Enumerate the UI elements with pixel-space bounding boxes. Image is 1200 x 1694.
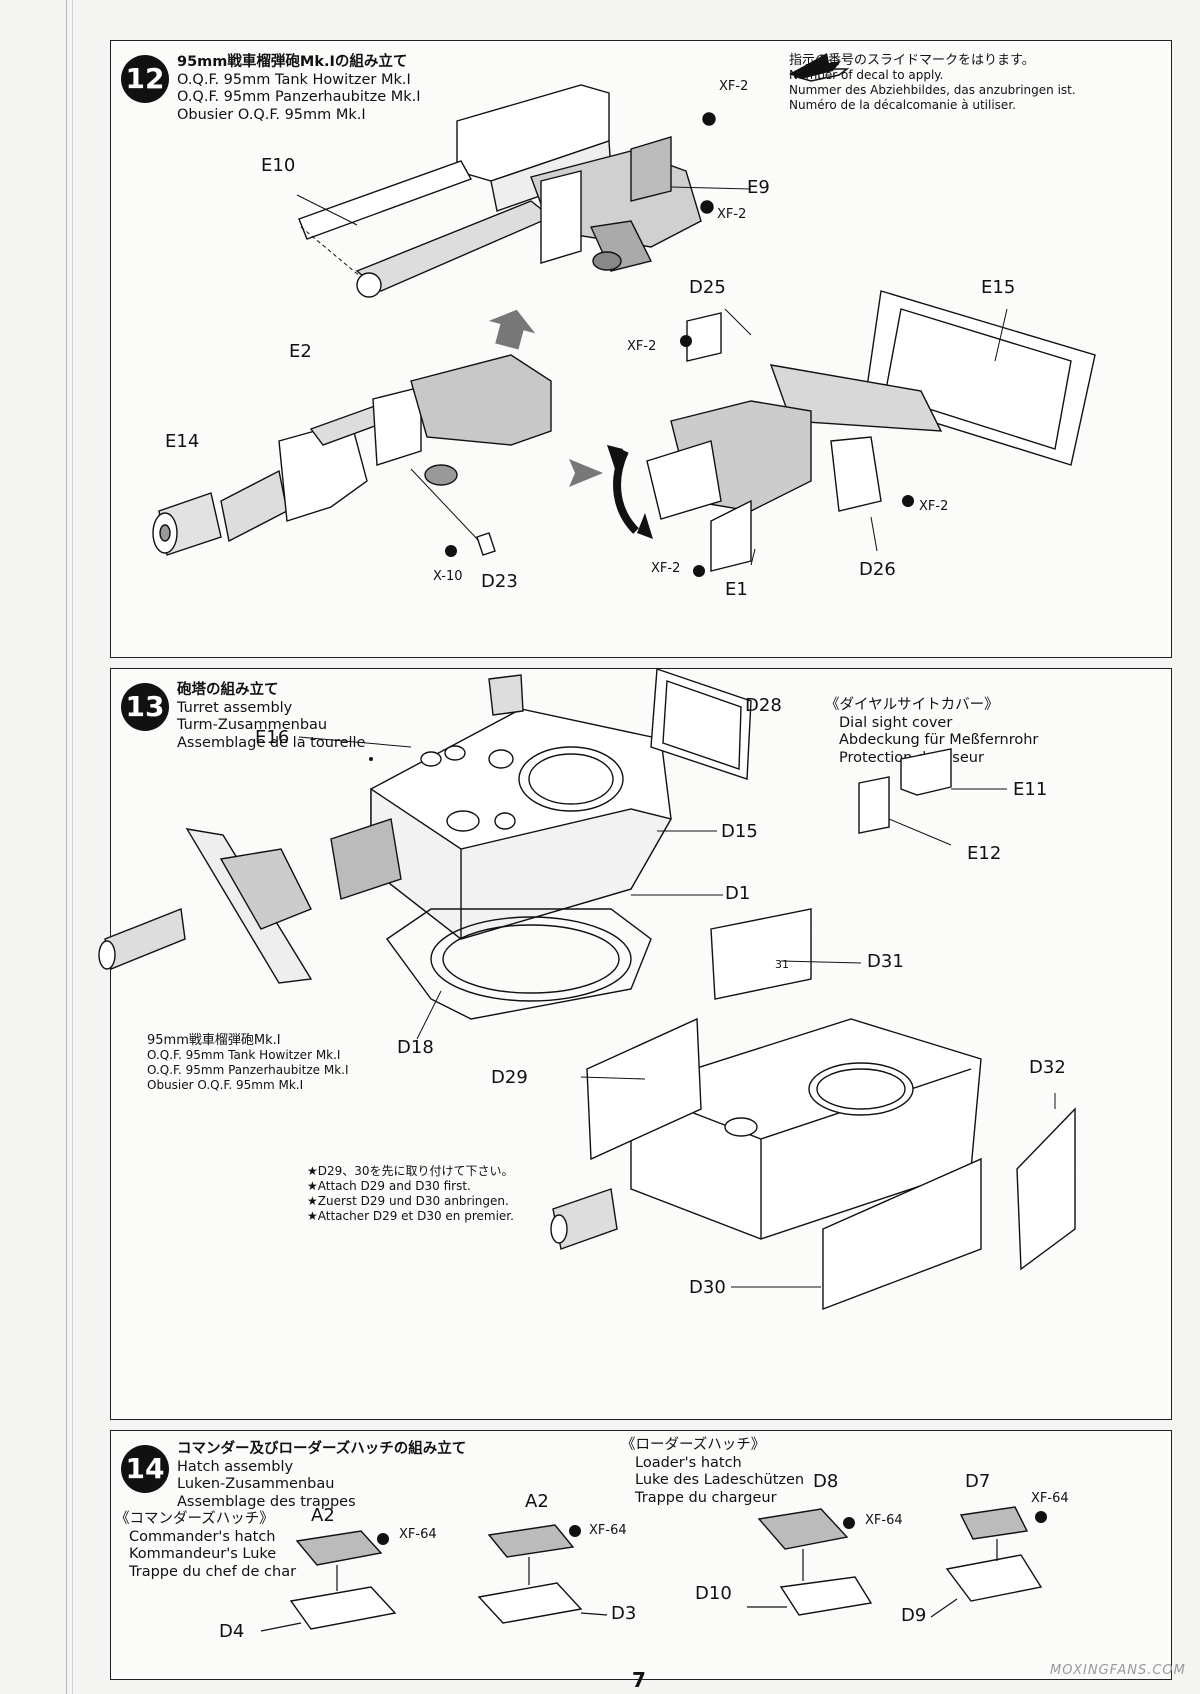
step-number: 12 <box>121 55 169 103</box>
paint-xf2: XF-2 <box>651 561 681 576</box>
paint-xf2: XF-2 <box>919 499 949 514</box>
decal-note: 指示の番号のスライドマークをはります。 Number of decal to a… <box>789 53 1076 112</box>
part-label-a2-commander: A2 <box>311 1505 335 1526</box>
part-d28 <box>650 668 752 780</box>
part-label-d29: D29 <box>491 1067 528 1088</box>
part-label-e12: E12 <box>967 843 1002 864</box>
decal-mark-31: 31 <box>775 958 789 971</box>
part-label-e14: E14 <box>165 431 200 452</box>
paint-x10: X-10 <box>433 569 463 584</box>
loader-hatch-caption: 《ローダーズハッチ》 Loader's hatch Luke des Lades… <box>621 1437 805 1506</box>
step-title: 95mm戦車榴弾砲Mk.Ⅰの組み立て O.Q.F. 95mm Tank Howi… <box>177 54 421 123</box>
paint-xf64: XF-64 <box>399 1527 437 1542</box>
paint-xf2: XF-2 <box>627 339 657 354</box>
step-12-panel: 12 95mm戦車榴弾砲Mk.Ⅰの組み立て O.Q.F. 95mm Tank H… <box>110 40 1172 658</box>
step12-drawing <box>152 53 1096 577</box>
step14-drawing <box>260 1506 1047 1632</box>
part-label-d4: D4 <box>219 1621 245 1642</box>
part-label-d8: D8 <box>813 1471 839 1492</box>
paint-xf64: XF-64 <box>589 1523 627 1538</box>
part-label-e2: E2 <box>289 341 312 362</box>
part-label-e16: E16 <box>255 727 290 748</box>
paint-xf2: XF-2 <box>717 207 747 222</box>
commander-hatch-caption: 《コマンダーズハッチ》 Commander's hatch Kommandeur… <box>115 1511 297 1580</box>
step-number: 13 <box>121 683 169 731</box>
part-label-e15: E15 <box>981 277 1016 298</box>
binding-line-inner <box>72 0 73 1694</box>
attach-first-note: ★D29、30を先に取り付けて下さい。 ★Attach D29 and D30 … <box>307 1164 514 1223</box>
howitzer-upper <box>298 84 716 298</box>
part-label-d9: D9 <box>901 1605 927 1626</box>
part-label-d23: D23 <box>481 571 518 592</box>
turret-assembled <box>550 908 1076 1311</box>
step13-drawing <box>98 668 1076 1311</box>
part-label-d31: D31 <box>867 951 904 972</box>
page-number: 7 <box>632 1668 646 1692</box>
part-label-d18: D18 <box>397 1037 434 1058</box>
howitzer-lower-left <box>152 354 552 556</box>
paint-xf2: XF-2 <box>719 79 749 94</box>
step-14-panel: 14 コマンダー及びローダーズハッチの組み立て Hatch assembly L… <box>110 1430 1172 1680</box>
watermark: MOXINGFANS.COM <box>1050 1663 1186 1678</box>
howitzer-lower-right <box>646 290 1096 572</box>
step-title: コマンダー及びローダーズハッチの組み立て Hatch assembly Luke… <box>177 1441 467 1510</box>
howitzer-note: 95mm戦車榴弾砲Mk.Ⅰ O.Q.F. 95mm Tank Howitzer … <box>147 1033 349 1092</box>
step-13-panel: 13 砲塔の組み立て Turret assembly Turm-Zusammen… <box>98 668 1172 1420</box>
part-label-e10: E10 <box>261 155 296 176</box>
part-label-d25: D25 <box>689 277 726 298</box>
part-label-d10: D10 <box>695 1583 732 1604</box>
paint-xf64: XF-64 <box>865 1513 903 1528</box>
part-label-d15: D15 <box>721 821 758 842</box>
part-label-a2-loader: A2 <box>525 1491 549 1512</box>
part-label-d3: D3 <box>611 1603 637 1624</box>
dial-sight-cover-parts <box>858 748 952 834</box>
paint-xf64: XF-64 <box>1031 1491 1069 1506</box>
part-label-d26: D26 <box>859 559 896 580</box>
part-label-e11: E11 <box>1013 779 1048 800</box>
turret-ring-d18 <box>386 908 652 1020</box>
part-label-d1: D1 <box>725 883 751 904</box>
part-label-e9: E9 <box>747 177 770 198</box>
gun-mantlet-left <box>98 818 402 984</box>
part-label-d32: D32 <box>1029 1057 1066 1078</box>
part-label-d7: D7 <box>965 1471 991 1492</box>
hatch-parts <box>289 1506 1043 1630</box>
part-label-d28: D28 <box>745 695 782 716</box>
decal-arrow-icon <box>789 53 850 82</box>
turret-upper <box>370 674 673 940</box>
binding-line <box>66 0 67 1694</box>
part-label-d30: D30 <box>689 1277 726 1298</box>
step-number: 14 <box>121 1445 169 1493</box>
part-label-e1: E1 <box>725 579 748 600</box>
